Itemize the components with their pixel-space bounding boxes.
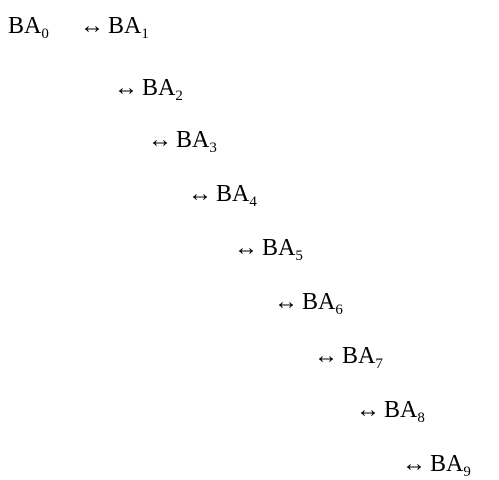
double-arrow-icon: ↔ (274, 289, 298, 315)
term-subscript: 6 (335, 302, 343, 318)
double-arrow-icon: ↔ (402, 451, 426, 477)
chain-step-2: ↔BA2 (114, 74, 183, 104)
double-arrow-icon: ↔ (80, 13, 104, 39)
term-subscript: 0 (41, 26, 49, 42)
term-subscript: 7 (375, 356, 383, 372)
double-arrow-icon: ↔ (148, 127, 172, 153)
term-subscript: 4 (249, 194, 257, 210)
term-base: BA (262, 235, 296, 261)
term-subscript: 1 (141, 26, 149, 42)
double-arrow-icon: ↔ (234, 235, 258, 261)
term-base: BA (384, 397, 418, 423)
term-base: BA (176, 127, 210, 153)
double-arrow-icon: ↔ (314, 343, 338, 369)
chain-step-8: ↔BA8 (356, 396, 425, 426)
chain-step-5: ↔BA5 (234, 234, 303, 264)
term-base: BA (108, 13, 142, 39)
double-arrow-icon: ↔ (188, 181, 212, 207)
term-base: BA (142, 75, 176, 101)
term-base: BA (342, 343, 376, 369)
term-base: BA (430, 451, 464, 477)
chain-step-9: ↔BA9 (402, 450, 471, 480)
chain-step-7: ↔BA7 (314, 342, 383, 372)
chain-start: BA0 (8, 12, 49, 42)
term-subscript: 8 (417, 410, 425, 426)
chain-step-4: ↔BA4 (188, 180, 257, 210)
double-arrow-icon: ↔ (114, 75, 138, 101)
term-base: BA (8, 13, 42, 39)
term-base: BA (302, 289, 336, 315)
term-subscript: 2 (175, 88, 183, 104)
term-subscript: 9 (463, 464, 471, 480)
term-subscript: 3 (209, 140, 217, 156)
double-arrow-icon: ↔ (356, 397, 380, 423)
chain-step-1: ↔BA1 (80, 12, 149, 42)
chain-step-6: ↔BA6 (274, 288, 343, 318)
term-subscript: 5 (295, 248, 303, 264)
chain-step-3: ↔BA3 (148, 126, 217, 156)
term-base: BA (216, 181, 250, 207)
